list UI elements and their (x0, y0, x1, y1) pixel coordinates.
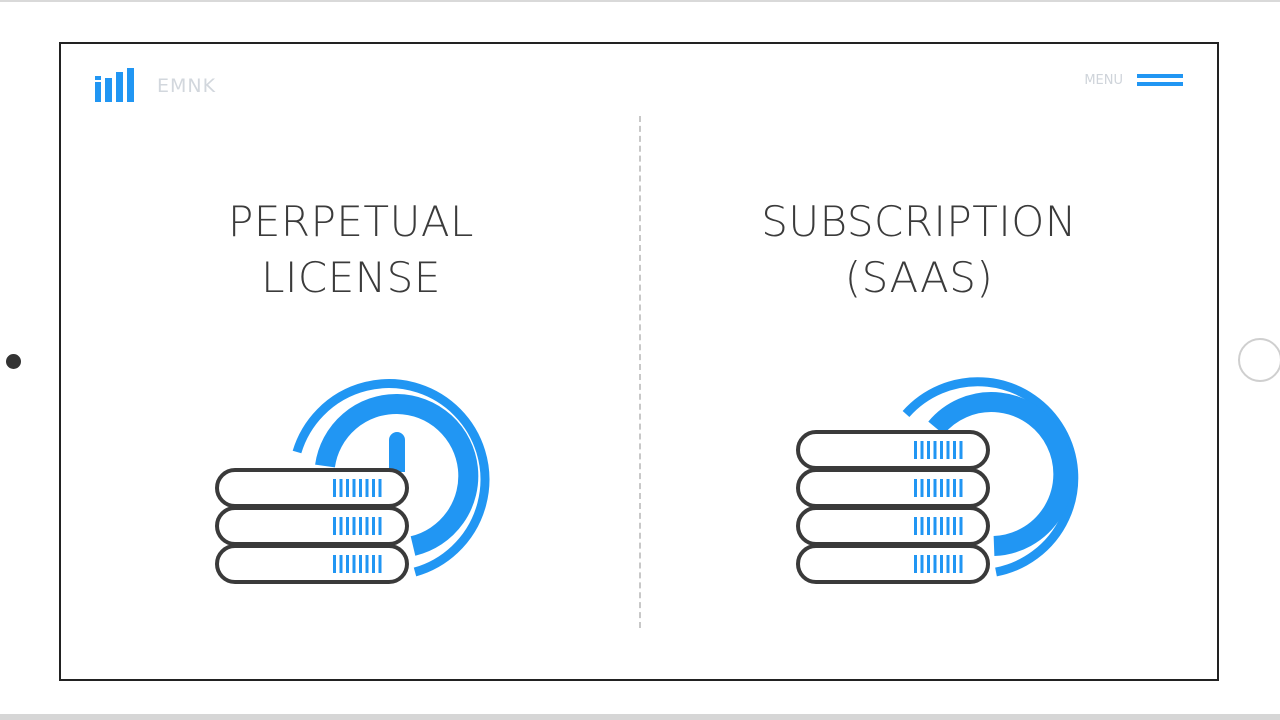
disk-activity-bar (927, 517, 930, 535)
disk-activity-bar (920, 555, 924, 573)
disk-activity-bar (933, 555, 937, 573)
server-disk (215, 468, 409, 508)
disk-activity-bar (372, 517, 375, 535)
disk-activity-bar (359, 479, 362, 497)
disk-activity-bar (959, 517, 963, 535)
server-disk (796, 430, 990, 470)
perpetual-license-panel[interactable]: PERPETUAL LICENSE (71, 194, 631, 306)
section-divider (639, 116, 641, 628)
server-disk (796, 506, 990, 546)
disk-activity-bar (953, 517, 956, 535)
disk-activity-bar (378, 517, 382, 535)
disk-activity-bar (914, 479, 917, 497)
screen: EMNK MENU PERPETUAL LICENSE (59, 42, 1219, 681)
disk-activity-bar (933, 517, 937, 535)
camera-icon (6, 354, 21, 369)
disk-activity-bar (339, 555, 343, 573)
server-stack-with-gauge-icon (215, 379, 490, 584)
disk-activity-bar (953, 479, 956, 497)
disk-activity-bar (333, 517, 336, 535)
disk-activity-bar (359, 517, 362, 535)
disk-activity-bar (927, 555, 930, 573)
disk-activity-bar (333, 479, 336, 497)
server-stack-with-gauge-icon (796, 377, 1079, 584)
disk-activity-bar (914, 555, 917, 573)
disk-activity-bar (339, 479, 343, 497)
disk-activity-bar (333, 555, 336, 573)
disk-activity-bar (946, 479, 950, 497)
disk-activity-bar (953, 555, 956, 573)
server-disk (215, 544, 409, 584)
subscription-server-illustration (796, 370, 1096, 590)
disk-activity-bar (378, 555, 382, 573)
disk-activity-bar (959, 479, 963, 497)
disk-activity-bar (940, 517, 943, 535)
disk-activity-bar (927, 441, 930, 459)
menu-label[interactable]: MENU (1084, 72, 1123, 88)
disk-activity-bar (920, 441, 924, 459)
brand-logo[interactable]: EMNK (93, 68, 216, 104)
disk-activity-bar (946, 555, 950, 573)
disk-activity-bar (953, 441, 956, 459)
disk-activity-bar (352, 517, 356, 535)
disk-activity-bar (346, 479, 349, 497)
server-disk (215, 506, 409, 546)
disk-activity-bar (378, 479, 382, 497)
disk-activity-bar (352, 555, 356, 573)
disk-activity-bar (959, 441, 963, 459)
bar-chart-logo-icon (95, 68, 134, 102)
subscription-saas-title: SUBSCRIPTION (SAAS) (761, 197, 1077, 302)
server-disk (796, 544, 990, 584)
perpetual-license-title: PERPETUAL LICENSE (228, 197, 474, 302)
disk-activity-bar (933, 479, 937, 497)
disk-activity-bar (365, 517, 369, 535)
disk-activity-bar (346, 555, 349, 573)
disk-activity-bar (914, 441, 917, 459)
hamburger-menu-icon[interactable] (1137, 68, 1183, 92)
disk-activity-bar (914, 517, 917, 535)
home-button[interactable] (1238, 338, 1280, 382)
server-disk (796, 468, 990, 508)
top-navigation: MENU (1084, 68, 1183, 92)
disk-activity-bar (346, 517, 349, 535)
disk-activity-bar (339, 517, 343, 535)
disk-activity-bar (940, 555, 943, 573)
subscription-saas-panel[interactable]: SUBSCRIPTION (SAAS) (639, 194, 1199, 306)
disk-activity-bar (365, 555, 369, 573)
brand-name: EMNK (157, 75, 217, 97)
disk-activity-bar (352, 479, 356, 497)
disk-activity-bar (920, 517, 924, 535)
disk-activity-bar (933, 441, 937, 459)
disk-activity-bar (927, 479, 930, 497)
disk-activity-bar (365, 479, 369, 497)
disk-activity-bar (959, 555, 963, 573)
disk-activity-bar (946, 517, 950, 535)
disk-activity-bar (372, 479, 375, 497)
disk-activity-bar (359, 555, 362, 573)
disk-activity-bar (940, 441, 943, 459)
disk-activity-bar (940, 479, 943, 497)
perpetual-server-illustration (215, 370, 515, 590)
disk-activity-bar (920, 479, 924, 497)
disk-activity-bar (372, 555, 375, 573)
disk-activity-bar (946, 441, 950, 459)
